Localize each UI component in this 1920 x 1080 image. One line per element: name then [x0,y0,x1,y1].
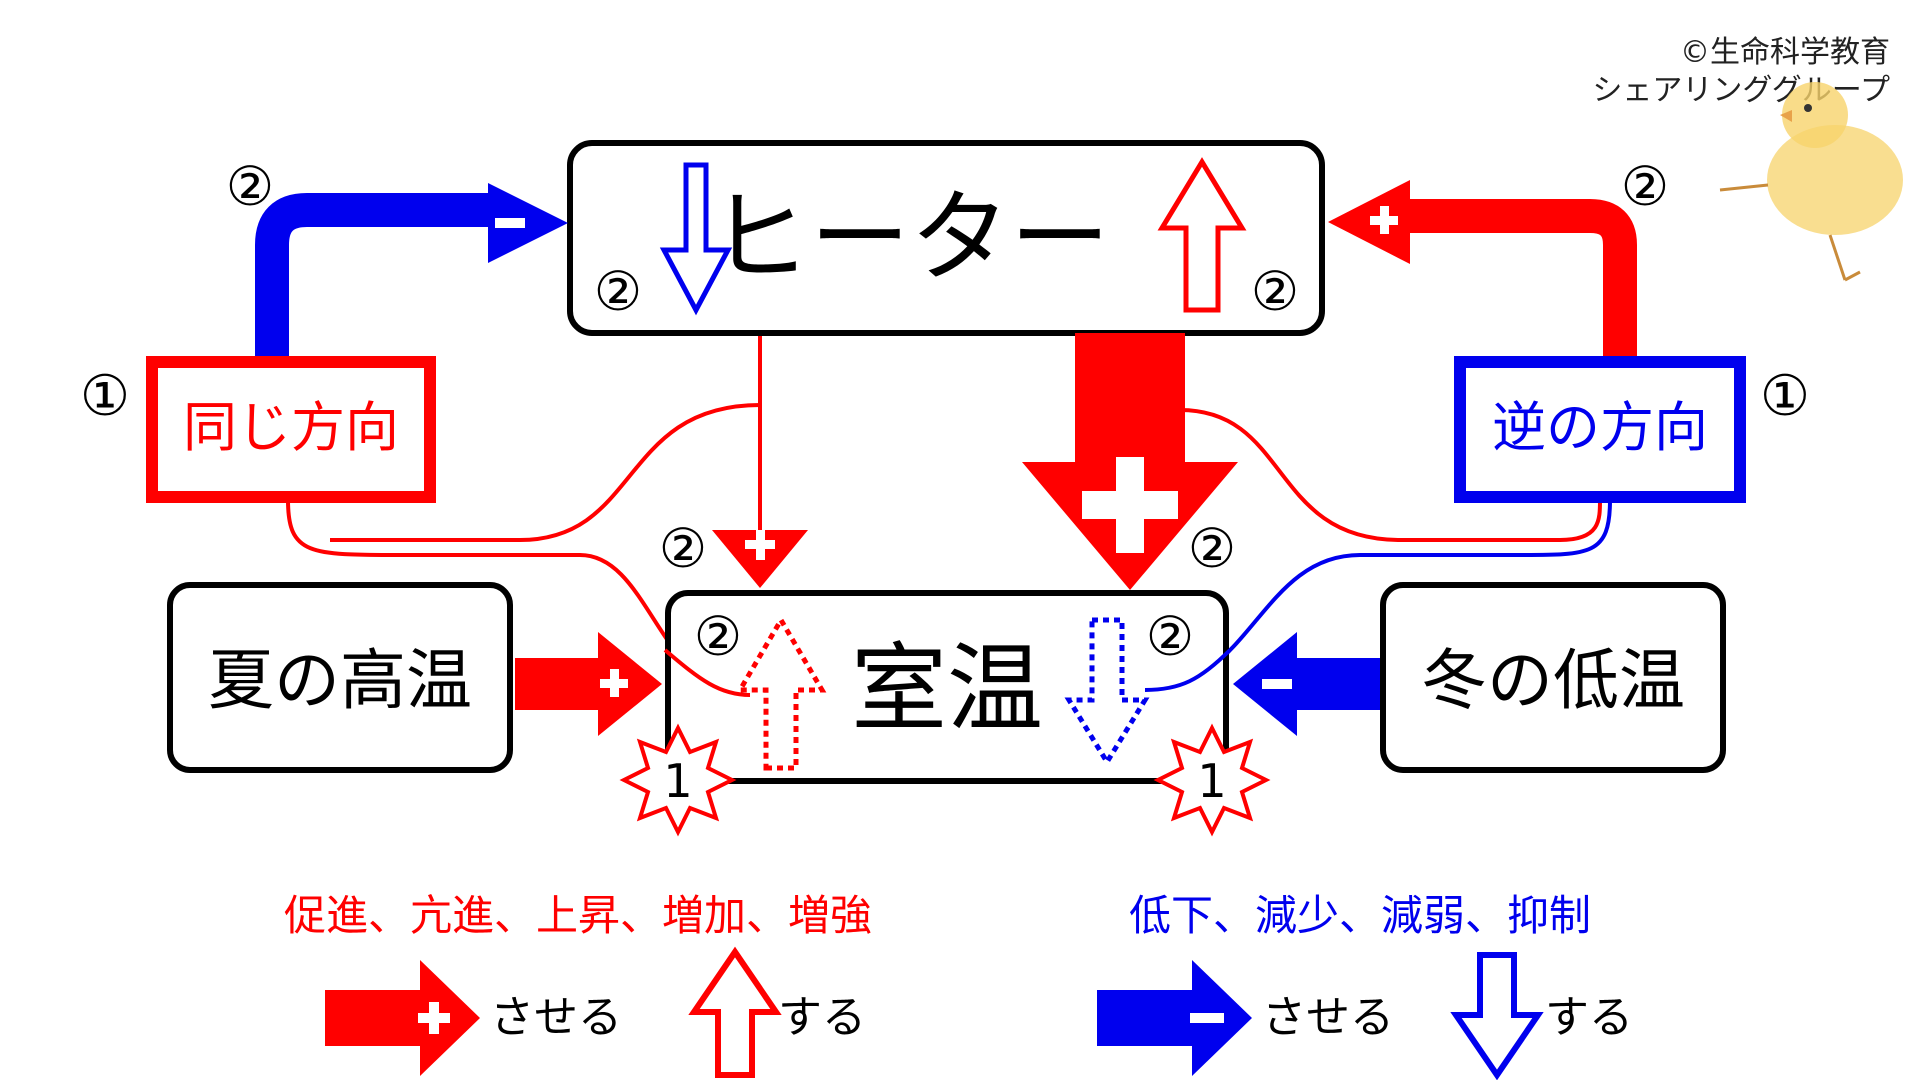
starburst-right-icon: 1 [1153,723,1271,837]
legend-blue-terms: 低下、減少、減弱、抑制 [1129,891,1591,940]
heater-curve-right [1179,408,1602,542]
summer-to-room-arrow [515,632,662,736]
reverse-to-heater-arrow [1328,180,1637,362]
same-direction-label: 同じ方向 [183,396,399,459]
starburst-right-number: 1 [1197,754,1226,808]
room-temp-label: 室温 [851,633,1043,745]
minus-sign-icon [495,218,525,228]
heater-down-arrow-icon [659,162,733,316]
heater-label: ヒーター [710,179,1110,296]
thin-arrow-circled-two: ② [659,517,707,580]
same-to-heater-arrow [255,183,568,362]
chick-drawing-icon [1719,82,1903,282]
summer-heat-label: 夏の高温 [208,642,472,719]
heater-box [567,140,1325,336]
reverse-circled-one: ① [1760,364,1810,429]
reverse-direction-box [1454,356,1746,503]
heater-circled-two-left: ② [594,260,642,323]
starburst-left-number: 1 [663,754,692,808]
winter-to-room-arrow [1233,632,1380,736]
same-arrow-circled-two: ② [226,155,274,218]
legend-blue-down-arrow-icon [1450,952,1544,1080]
same-circled-one: ① [80,364,130,429]
summer-heat-box [167,582,513,773]
room-temp-box [665,590,1229,784]
reverse-arrow-circled-two: ② [1621,155,1669,218]
reverse-direction-label: 逆の方向 [1492,396,1708,459]
legend-red-up-arrow-icon [688,946,782,1078]
big-plus-sign-icon [1116,457,1144,553]
legend-blue-do-label: する [1545,992,1633,1043]
heater-to-room-big-arrow [1022,333,1238,590]
winter-cold-label: 冬の低温 [1421,642,1685,719]
room-circled-two-right: ② [1146,605,1194,668]
heater-up-arrow-icon [1157,157,1247,313]
room-dotted-up-arrow-icon [735,615,827,771]
legend-red-make-label: させる [490,992,622,1043]
room-circled-two-left: ② [694,605,742,668]
room-dotted-down-arrow-icon [1064,617,1150,767]
legend-blue-minus-arrow-icon [1097,960,1252,1076]
starburst-left-icon: 1 [619,723,737,837]
heater-curve-left [330,403,761,542]
legend-red-terms: 促進、亢進、上昇、増加、増強 [284,891,872,940]
plus-sign-icon [1380,206,1389,234]
credit-line1: ©生命科学教育 [1680,35,1890,70]
legend-blue-make-label: させる [1262,992,1394,1043]
big-arrow-circled-two: ② [1188,517,1236,580]
same-direction-box [146,356,436,503]
legend-red-plus-arrow-icon [325,960,480,1076]
legend-red-do-label: する [778,992,866,1043]
heater-circled-two-right: ② [1251,260,1299,323]
winter-cold-box [1380,582,1726,773]
